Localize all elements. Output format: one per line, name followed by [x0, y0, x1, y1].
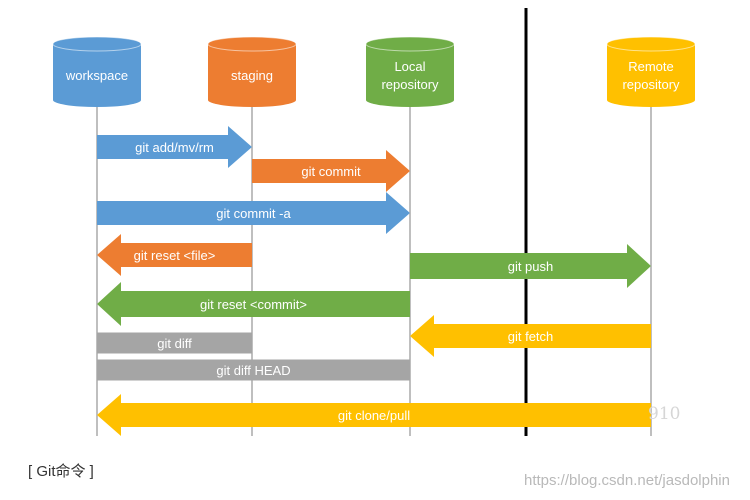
arrow-shape — [97, 359, 410, 381]
node-staging: staging — [207, 36, 297, 107]
cylinder-body — [53, 44, 141, 107]
source-watermark: https://blog.csdn.net/jasdolphin — [524, 472, 730, 489]
node-label-workspace: workspace — [65, 68, 128, 83]
command-label: git fetch — [508, 329, 554, 344]
command-arrow: git fetch — [410, 315, 651, 357]
arrow-shape — [97, 282, 410, 326]
node-workspace: workspace — [52, 36, 142, 107]
command-label: git reset <file> — [134, 248, 216, 263]
cylinder-top — [365, 36, 455, 52]
command-label: git commit -a — [216, 206, 291, 221]
command-label: git reset <commit> — [200, 297, 307, 312]
arrow-shape — [97, 192, 410, 234]
command-label: git diff HEAD — [216, 363, 290, 378]
arrow-shape — [97, 332, 252, 354]
cylinder-top — [207, 36, 297, 52]
command-arrow: git diff — [97, 332, 252, 354]
cylinder-body — [208, 44, 296, 107]
cylinder-body — [607, 44, 695, 107]
node-label-remote: Remote — [628, 59, 674, 74]
command-label: git add/mv/rm — [135, 140, 214, 155]
command-label: git clone/pull — [338, 408, 410, 423]
arrow-shape — [97, 126, 252, 168]
command-arrow: git commit — [252, 150, 410, 192]
node-label-local: Local — [394, 59, 425, 74]
command-arrow: git clone/pull — [97, 394, 651, 436]
command-arrow: git reset <file> — [97, 234, 252, 276]
cylinder-body — [366, 44, 454, 107]
figure-caption: [ Git命令 ] — [28, 463, 94, 480]
node-label-remote: repository — [622, 77, 680, 92]
arrow-shape — [97, 234, 252, 276]
node-label-staging: staging — [231, 68, 273, 83]
command-label: git diff — [157, 336, 192, 351]
command-arrow: git reset <commit> — [97, 282, 410, 326]
command-label: git push — [508, 259, 554, 274]
command-arrow: git diff HEAD — [97, 359, 410, 381]
cylinder-top — [52, 36, 142, 52]
node-remote: Remote repository — [606, 36, 696, 107]
node-label-local: repository — [381, 77, 439, 92]
command-arrow: git add/mv/rm — [97, 126, 252, 168]
command-arrow: git commit -a — [97, 192, 410, 234]
arrow-shape — [252, 150, 410, 192]
arrow-shape — [410, 315, 651, 357]
arrow-shape — [410, 244, 651, 288]
command-label: git commit — [301, 164, 361, 179]
arrow-shape — [97, 394, 651, 436]
command-arrow: git push — [410, 244, 651, 288]
node-local: Local repository — [365, 36, 455, 107]
faint-watermark-number: 910 — [648, 404, 681, 424]
cylinder-top — [606, 36, 696, 52]
